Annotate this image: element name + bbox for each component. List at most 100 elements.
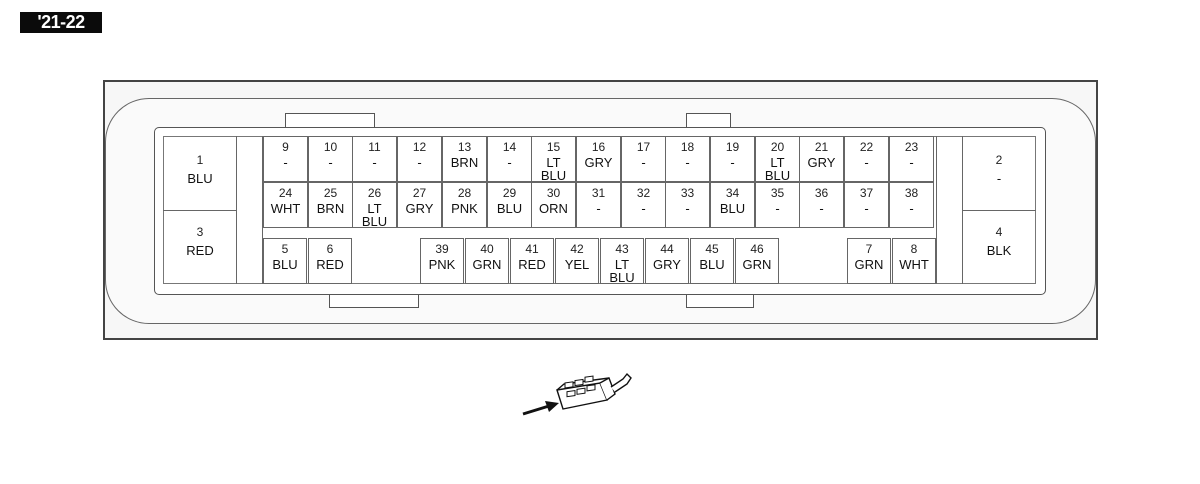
pin-number: 9 bbox=[282, 140, 289, 154]
pin-23: 23- bbox=[889, 136, 934, 182]
wire-color: - bbox=[864, 155, 869, 170]
pin-number: 27 bbox=[412, 186, 427, 200]
pin-number: 30 bbox=[546, 186, 561, 200]
connector-plug-icon bbox=[556, 372, 632, 410]
pin-32: 32- bbox=[621, 182, 666, 228]
wire-color: WHT bbox=[270, 201, 301, 216]
pin-12: 12- bbox=[397, 136, 442, 182]
wire-color: LT BLU bbox=[764, 155, 791, 183]
wire-color: PNK bbox=[451, 201, 478, 216]
wire-color: - bbox=[507, 155, 512, 170]
pin-2: 2 - bbox=[964, 138, 1034, 208]
wire-color: BRN bbox=[316, 201, 345, 216]
wire-color: - bbox=[685, 201, 690, 216]
pin-number: 34 bbox=[725, 186, 740, 200]
pin-number: 6 bbox=[326, 242, 334, 256]
divider-left-mid bbox=[163, 210, 236, 211]
pin-33: 33- bbox=[665, 182, 710, 228]
pin-number: 21 bbox=[814, 140, 829, 154]
pin-number: 32 bbox=[636, 186, 651, 200]
pin-36: 36- bbox=[799, 182, 844, 228]
divider-right-mid bbox=[962, 210, 1036, 211]
pin-number: 33 bbox=[680, 186, 695, 200]
pin-4: 4 BLK bbox=[964, 212, 1034, 282]
pin-number: 44 bbox=[660, 242, 674, 256]
pin-number: 1 bbox=[196, 153, 204, 167]
pin-number: 11 bbox=[368, 140, 381, 154]
wire-color: YEL bbox=[564, 257, 590, 272]
pin-number: 2 bbox=[995, 153, 1003, 167]
pin-number: 5 bbox=[281, 242, 289, 256]
pin-number: 46 bbox=[750, 242, 764, 256]
pin-number: 15 bbox=[546, 140, 561, 154]
pin-number: 16 bbox=[591, 140, 606, 154]
wire-color: BLK bbox=[986, 243, 1012, 258]
wire-color: GRY bbox=[653, 257, 681, 272]
pin-number: 43 bbox=[615, 242, 629, 256]
pin-number: 19 bbox=[725, 140, 740, 154]
pin-10: 10- bbox=[308, 136, 353, 182]
connector-view-icon bbox=[522, 372, 632, 416]
pin-37: 37- bbox=[844, 182, 889, 228]
wire-color: - bbox=[641, 155, 646, 170]
wire-color: GRY bbox=[405, 201, 434, 216]
wire-color: - bbox=[417, 155, 422, 170]
wire-color: GRN bbox=[472, 257, 502, 272]
bottom-latch-left bbox=[329, 293, 419, 308]
pin-14: 14- bbox=[487, 136, 532, 182]
wire-color: - bbox=[730, 155, 735, 170]
wire-color: BLU bbox=[496, 201, 523, 216]
pin-number: 39 bbox=[435, 242, 449, 256]
wire-color: GRY bbox=[584, 155, 613, 170]
pin-3: 3 RED bbox=[166, 212, 234, 282]
pin-number: 35 bbox=[770, 186, 785, 200]
pin-number: 29 bbox=[502, 186, 517, 200]
pin-number: 24 bbox=[278, 186, 293, 200]
pin-35: 35- bbox=[755, 182, 800, 228]
pin-number: 8 bbox=[910, 242, 918, 256]
pin-38: 38- bbox=[889, 182, 934, 228]
wire-color: WHT bbox=[899, 257, 929, 272]
wire-color: - bbox=[775, 201, 780, 216]
wire-color: BLU bbox=[699, 257, 725, 272]
wire-color: RED bbox=[518, 257, 546, 272]
wire-color: - bbox=[996, 171, 1002, 186]
pin-number: 10 bbox=[323, 140, 338, 154]
wire-color: - bbox=[372, 155, 377, 170]
wire-color: ORN bbox=[539, 201, 568, 216]
wire-color: GRN bbox=[854, 257, 884, 272]
wire-color: - bbox=[819, 201, 824, 216]
pin-number: 17 bbox=[636, 140, 651, 154]
pin-number: 12 bbox=[412, 140, 427, 154]
divider-left-1 bbox=[236, 136, 237, 284]
wire-color: - bbox=[685, 155, 690, 170]
pin-19: 19- bbox=[710, 136, 755, 182]
wire-color: RED bbox=[316, 257, 344, 272]
wire-color: LT BLU bbox=[609, 257, 635, 285]
pin-11: 11- bbox=[352, 136, 397, 182]
wire-color: LT BLU bbox=[361, 201, 388, 229]
pin-number: 26 bbox=[367, 186, 382, 200]
wire-color: - bbox=[283, 155, 288, 170]
pin-number: 36 bbox=[814, 186, 829, 200]
divider-right-1 bbox=[936, 136, 937, 284]
pin-number: 3 bbox=[196, 225, 204, 239]
pin-number: 13 bbox=[457, 140, 472, 154]
wire-color: PNK bbox=[428, 257, 456, 272]
wire-color: BLU bbox=[272, 257, 298, 272]
